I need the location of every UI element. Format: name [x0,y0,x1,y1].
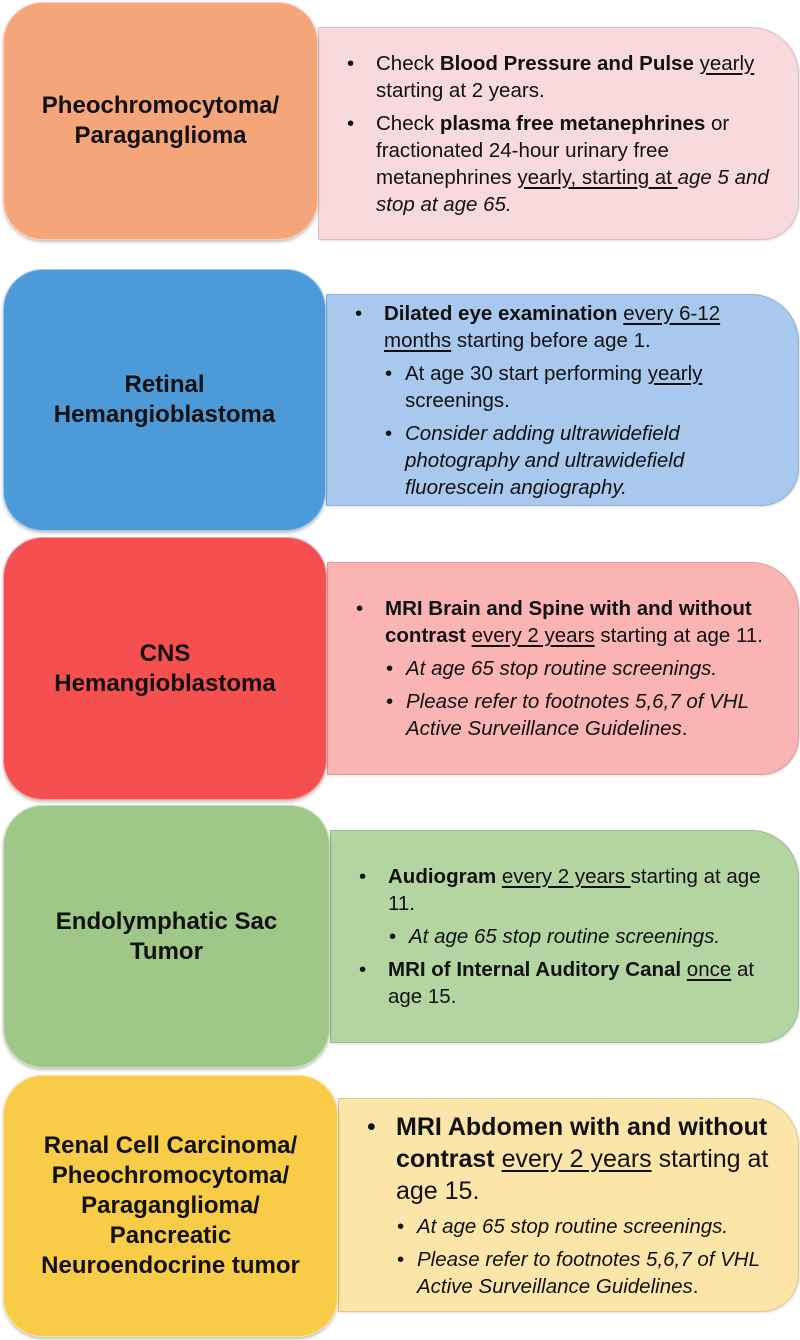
bullet-item: Audiogram every 2 years starting at age … [331,863,780,917]
text-run: starting at age 15. [396,1144,769,1205]
text-run: At age 65 stop routine screenings. [417,1214,729,1238]
text-run: MRI Abdomen with and without contrast [396,1112,768,1173]
text-run: starting before age 1. [451,328,651,352]
text-run: starting at age 11. [594,624,763,647]
condition-title-line: CNS [139,639,191,667]
sub-bullet-item: Consider adding ultrawidefield photograp… [327,420,780,501]
recommendation-panel: Audiogram every 2 years starting at age … [330,830,799,1043]
text-run: age 5 and stop at age 65. [376,165,769,216]
text-run: At age 65 stop routine screenings. [406,657,718,680]
text-run: MRI of Internal Auditory Canal [388,958,682,981]
sub-bullet-item: At age 65 stop routine screenings. [331,923,780,950]
condition-title-line: Paraganglioma [74,122,247,149]
sub-bullet-item: At age 65 stop routine screenings. [328,655,780,682]
text-run: Blood Pressure and Pulse [439,51,694,75]
condition-title-line: Pheochromocytoma/ [51,1162,290,1189]
sub-bullet-item: Please refer to footnotes 5,6,7 of VHL A… [339,1246,780,1300]
bullet-item: MRI Abdomen with and without contrast ev… [339,1111,780,1207]
recommendation-panel: Dilated eye examination every 6-12 month… [326,294,799,506]
recommendation-list: Audiogram every 2 years starting at age … [331,863,780,1010]
recommendation-list: Dilated eye examination every 6-12 month… [327,300,780,501]
text-run: Audiogram [388,865,497,888]
text-run: yearly [647,361,703,385]
text-run: starting at age 11. [388,865,761,915]
text-run: MRI Brain and Spine with and without con… [385,597,752,647]
text-run: every 6-12 months [384,301,721,352]
text-run: Please refer to footnotes 5,6,7 of VHL A… [417,1247,760,1298]
text-run: At age 30 start performing [405,361,648,385]
sub-bullet-item: At age 30 start performing yearly screen… [327,360,780,414]
text-run: At age 65 stop routine screenings. [409,925,721,948]
text-run: at age 15. [388,958,755,1008]
text-run: Dilated eye examination [384,301,618,325]
sub-bullet-item: Please refer to footnotes 5,6,7 of VHL A… [328,688,780,742]
bullet-item: Check Blood Pressure and Pulse yearly st… [319,50,780,104]
text-run: Please refer to footnotes 5,6,7 of VHL A… [406,690,749,740]
condition-title: Pheochromocytoma/Paraganglioma [42,91,279,151]
recommendation-panel: MRI Abdomen with and without contrast ev… [338,1098,799,1312]
condition-title-line: Retinal [124,371,205,398]
text-run: every 2 years [471,624,595,647]
bullet-item: MRI Brain and Spine with and without con… [328,595,780,649]
text-run: once [686,958,732,981]
text-run: plasma free metanephrines [439,111,706,135]
condition-title-line: Hemangioblastoma [53,401,276,428]
recommendation-panel: MRI Brain and Spine with and without con… [327,562,799,775]
sub-bullet-item: At age 65 stop routine screenings. [339,1213,780,1240]
text-run: Check [376,111,440,135]
text-run: yearly [699,51,755,75]
recommendation-list: Check Blood Pressure and Pulse yearly st… [319,50,780,218]
text-run: screenings. [405,388,510,412]
text-run: Consider adding ultrawidefield photograp… [405,421,685,499]
text-run: yearly, starting at [517,165,678,189]
text-run: every 2 years [501,865,631,888]
condition-title-line: Hemangioblastoma [54,669,276,697]
recommendation-panel: Check Blood Pressure and Pulse yearly st… [318,27,799,240]
text-run: or fractionated 24-hour urinary free met… [376,111,730,189]
bullet-item: Dilated eye examination every 6-12 month… [327,300,780,354]
text-run: starting at 2 years. [376,78,545,102]
text-run: every 2 years [501,1144,652,1173]
condition-title-line: Pancreatic [109,1222,232,1249]
text-run: . [692,1274,699,1298]
text-run: Check [376,51,440,75]
condition-title-line: Tumor [130,937,203,965]
text-run: . [681,717,688,740]
bullet-item: Check plasma free metanephrines or fract… [319,110,780,218]
condition-title-line: Paraganglioma/ [81,1192,260,1219]
text-run [495,1145,502,1173]
condition-box: Pheochromocytoma/Paraganglioma [3,2,318,240]
bullet-item: MRI of Internal Auditory Canal once at a… [331,956,780,1010]
condition-title-line: Renal Cell Carcinoma/ [43,1132,298,1159]
condition-title-line: Pheochromocytoma/ [41,92,280,119]
recommendation-list: MRI Abdomen with and without contrast ev… [339,1111,780,1300]
condition-title: Renal Cell Carcinoma/Pheochromocytoma/Pa… [41,1131,300,1281]
condition-title-line: Neuroendocrine tumor [41,1252,300,1279]
recommendation-list: MRI Brain and Spine with and without con… [328,595,780,742]
condition-title-line: Endolymphatic Sac [55,907,278,935]
condition-box: Renal Cell Carcinoma/Pheochromocytoma/Pa… [3,1075,338,1337]
